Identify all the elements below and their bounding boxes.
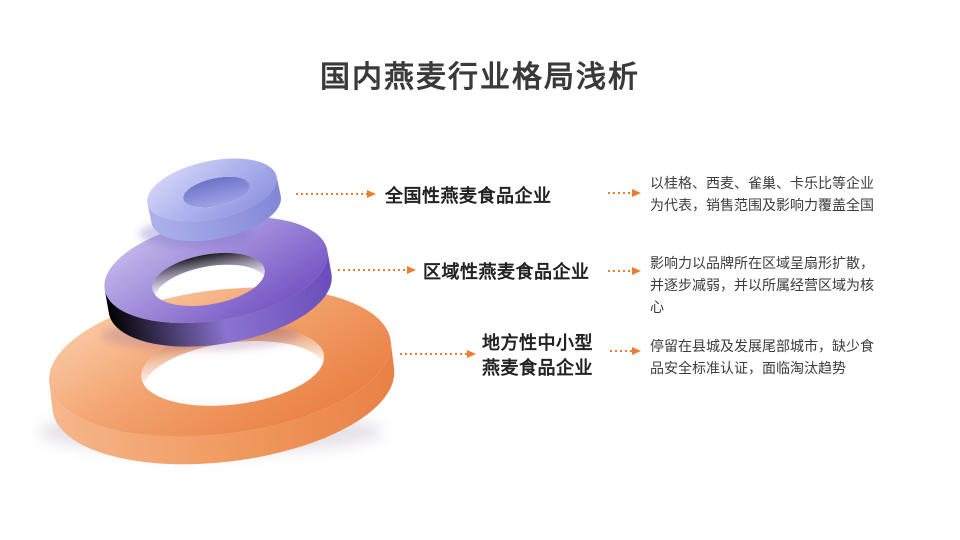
tier3-description: 停留在县城及发展尾部城市，缺少食 品安全标准认证，面临淘汰趋势 [650, 338, 874, 376]
arrowhead-icon [632, 267, 641, 275]
dotted-arrow-right-tier3 [610, 347, 641, 356]
ring-top-national [147, 158, 281, 242]
arrowhead-icon [407, 266, 416, 274]
dotted-arrow-left-tier1 [296, 190, 376, 199]
page-title: 国内燕麦行业格局浅析 [320, 61, 640, 94]
dotted-arrow-left-tier2 [338, 266, 416, 275]
arrowhead-icon [467, 350, 476, 358]
dotted-line [296, 193, 367, 195]
dotted-line [338, 269, 407, 271]
tier1-description: 以桂格、西麦、雀巢、卡乐比等企业 为代表，销售范围及影响力覆盖全国 [650, 175, 874, 213]
ring-bottom-local [49, 287, 395, 465]
arrowhead-icon [632, 347, 641, 355]
dotted-line [608, 192, 632, 194]
dotted-line [400, 353, 467, 355]
tier3-label: 地方性中小型 燕麦食品企业 [482, 333, 593, 378]
dotted-line [610, 350, 632, 352]
dotted-arrow-right-tier2 [608, 267, 641, 276]
arrowhead-icon [632, 189, 641, 197]
rings-graphic [38, 158, 395, 465]
tier2-label: 区域性燕麦食品企业 [423, 262, 590, 282]
tier1-label: 全国性燕麦食品企业 [385, 186, 552, 206]
dotted-line [608, 270, 632, 272]
arrowhead-icon [367, 190, 376, 198]
dotted-arrow-left-tier3 [400, 350, 476, 359]
dotted-arrow-right-tier1 [608, 189, 641, 198]
tier2-description: 影响力以品牌所在区域呈扇形扩散， 并逐步减弱，并以所属经营区域为核 心 [650, 255, 874, 315]
